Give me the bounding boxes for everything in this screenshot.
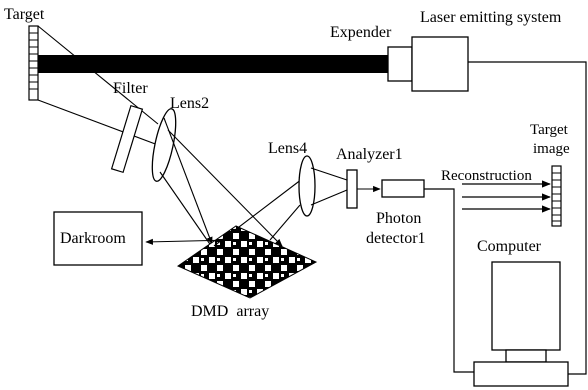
label-dmd-array: DMD array (191, 303, 269, 320)
darkroom-box (53, 211, 143, 266)
label-analyzer1: Analyzer1 (336, 146, 403, 163)
label-laser-emitting-system: Laser emitting system (420, 9, 562, 26)
target-grid (28, 25, 39, 101)
label-filter: Filter (113, 80, 148, 97)
filter (110, 104, 144, 174)
laser-beam (38, 55, 388, 73)
label-computer: Computer (477, 238, 542, 255)
label-darkroom: Darkroom (60, 230, 126, 247)
analyzer1 (346, 169, 358, 209)
laser-box (411, 36, 469, 92)
dmd-array (176, 225, 318, 299)
label-lens4: Lens4 (268, 140, 307, 157)
label-target: Target (4, 6, 45, 23)
expender-box (387, 46, 413, 82)
label-lens2: Lens2 (170, 95, 209, 112)
laser-cable (468, 61, 587, 375)
lens2 (151, 108, 177, 182)
detector-cable (424, 188, 474, 373)
label-reconstruction: Reconstruction (441, 168, 532, 184)
photon-detector-box (381, 179, 425, 198)
computer (473, 261, 569, 387)
label-target-image-line1: Target (530, 122, 569, 138)
label-expender: Expender (330, 24, 392, 41)
label-target-image-line2: image (533, 141, 570, 157)
lens4 (298, 155, 316, 217)
label-photon-line1: Photon (376, 210, 421, 227)
label-photon-line2: detector1 (366, 230, 426, 247)
target-image-grid (551, 165, 562, 227)
